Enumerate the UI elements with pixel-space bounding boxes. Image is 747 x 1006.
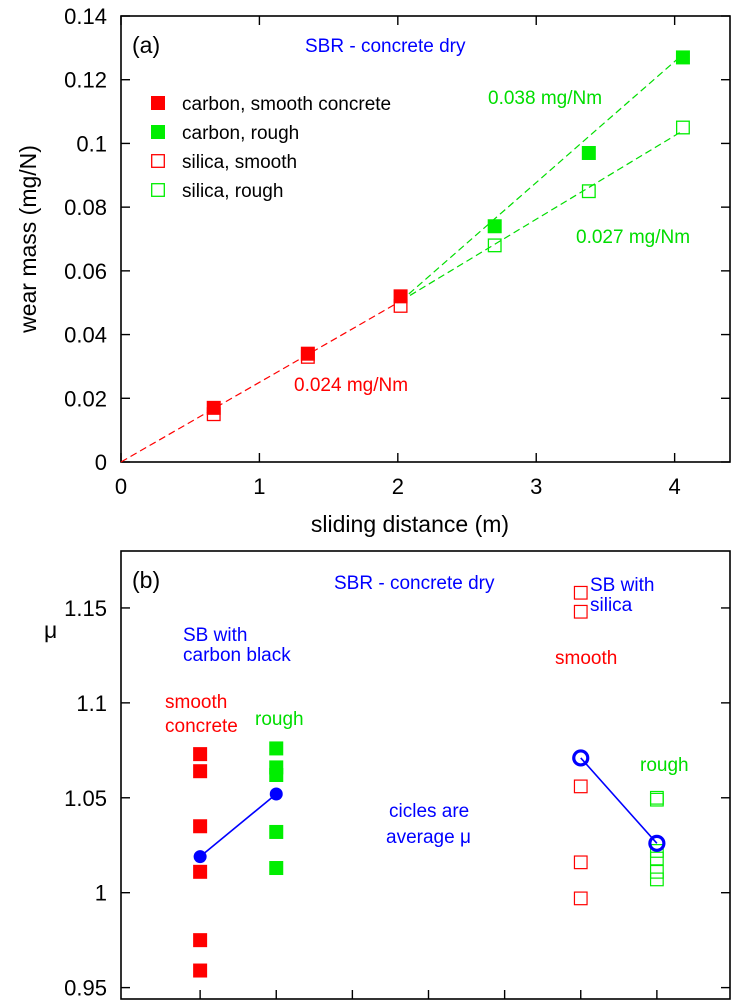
mu-point-filled <box>193 864 208 879</box>
chart-title-a: SBR - concrete dry <box>305 36 466 57</box>
data-point-filled <box>487 219 502 234</box>
mu-point-filled <box>193 764 208 779</box>
panel-label-a: (a) <box>132 32 160 58</box>
mu-point-open <box>649 851 664 866</box>
mu-point-open <box>573 891 588 906</box>
panel-label-b: (b) <box>132 567 160 593</box>
data-markers-b <box>193 585 664 978</box>
y-axis-label-a: wear mass (mg/N) <box>15 145 41 334</box>
y-tick-label-a: 0.08 <box>64 195 107 220</box>
average-note-1: cicles are <box>389 801 469 822</box>
legend-label: silica, rough <box>182 181 283 202</box>
fit-label-green-carbon: 0.038 mg/Nm <box>488 88 602 109</box>
x-tick-label-a: 3 <box>530 474 542 499</box>
panel-b: 0.95 1 1.05 1.1 1.15 μ (b) SBR - concrete dr… <box>44 550 731 1001</box>
x-tick-label-a: 2 <box>392 474 404 499</box>
mu-point-filled <box>269 861 284 876</box>
y-tick-label-b: 1 <box>95 881 107 906</box>
fit-line <box>400 130 684 302</box>
silica-group-title-2: silica <box>590 595 633 616</box>
y-tick-label-a: 0.04 <box>64 323 107 348</box>
fit-label-green-silica: 0.027 mg/Nm <box>576 227 690 248</box>
mu-point-filled <box>193 933 208 948</box>
x-tick-label-a: 0 <box>115 474 127 499</box>
x-tick-label-a: 1 <box>253 474 265 499</box>
legend-marker <box>151 183 165 197</box>
smooth-right-label: smooth <box>555 648 617 669</box>
x-axis-label-a: sliding distance (m) <box>311 511 509 537</box>
x-tick-label-a: 4 <box>669 474 681 499</box>
smooth-concrete-label-1: smooth <box>165 692 227 713</box>
average-point-filled <box>269 787 283 801</box>
legend-a: carbon, smooth concrete carbon, rough sili… <box>151 94 391 202</box>
axis-ticks-b: 0.95 1 1.05 1.1 1.15 <box>64 596 730 1001</box>
average-point-open <box>572 749 590 767</box>
mu-point-open <box>649 872 664 887</box>
average-point-filled <box>193 850 207 864</box>
carbon-group-title-1: SB with <box>183 625 247 646</box>
rough-right-label: rough <box>640 755 689 776</box>
y-tick-label-a: 0.14 <box>64 4 107 29</box>
legend-label: carbon, rough <box>182 123 299 144</box>
mu-point-filled <box>193 819 208 834</box>
mu-point-open <box>573 779 588 794</box>
data-point-open <box>487 238 502 253</box>
legend-label: silica, smooth <box>182 152 297 173</box>
y-tick-label-a: 0.02 <box>64 386 107 411</box>
average-line <box>199 793 277 858</box>
mu-point-open <box>573 585 588 600</box>
data-point-open <box>675 120 690 135</box>
carbon-group-title-2: carbon black <box>183 645 291 666</box>
smooth-concrete-label-2: concrete <box>165 716 238 737</box>
y-tick-label-a: 0.06 <box>64 259 107 284</box>
mu-point-open <box>649 792 664 807</box>
fit-line <box>120 300 401 463</box>
y-axis-label-b: μ <box>44 617 57 643</box>
legend-marker <box>151 154 165 168</box>
mu-point-open <box>649 844 664 858</box>
mu-point-filled <box>269 741 284 756</box>
mu-point-open <box>649 864 664 879</box>
mu-point-filled <box>269 824 284 839</box>
chart-title-b: SBR - concrete dry <box>334 573 495 594</box>
average-point-open <box>648 834 666 852</box>
mu-point-filled <box>193 963 208 978</box>
data-point-filled <box>675 50 690 65</box>
y-tick-label-a: 0.1 <box>76 131 107 156</box>
legend-label: carbon, smooth concrete <box>182 94 391 115</box>
plot-frame-b <box>120 550 731 1000</box>
mu-point-filled <box>269 768 284 782</box>
y-tick-label-a: 0.12 <box>64 68 107 93</box>
mu-point-open <box>573 604 588 619</box>
y-tick-label-b: 1.05 <box>64 786 107 811</box>
data-point-open <box>206 407 221 422</box>
data-point-open <box>581 184 596 199</box>
legend-marker <box>151 96 165 110</box>
data-point-open <box>393 298 408 313</box>
data-markers-a <box>206 50 690 422</box>
silica-group-title-1: SB with <box>590 575 654 596</box>
mu-point-open <box>573 855 588 870</box>
fit-line <box>400 53 684 302</box>
y-tick-label-a: 0 <box>95 450 107 475</box>
data-point-open <box>300 349 315 364</box>
data-point-filled <box>581 145 596 160</box>
plot-frame-a <box>120 15 731 463</box>
axis-ticks-a: 0 1 2 3 4 0 0.02 0.04 0.06 0.08 0.1 0.12 0.14 <box>64 4 730 499</box>
average-line <box>580 757 658 844</box>
average-markers-b <box>193 749 666 864</box>
mu-point-filled <box>193 747 208 762</box>
panel-a: 0 1 2 3 4 0 0.02 0.04 0.06 0.08 0.1 0.12 0.14 slidin… <box>15 4 731 537</box>
fit-lines-a <box>120 53 684 463</box>
y-tick-label-b: 1.1 <box>76 691 107 716</box>
y-tick-label-b: 0.95 <box>64 976 107 1001</box>
average-note-2: average μ <box>386 827 471 848</box>
rough-left-label: rough <box>255 709 304 730</box>
fit-label-red: 0.024 mg/Nm <box>294 375 408 396</box>
y-tick-label-b: 1.15 <box>64 596 107 621</box>
legend-marker <box>151 125 165 139</box>
